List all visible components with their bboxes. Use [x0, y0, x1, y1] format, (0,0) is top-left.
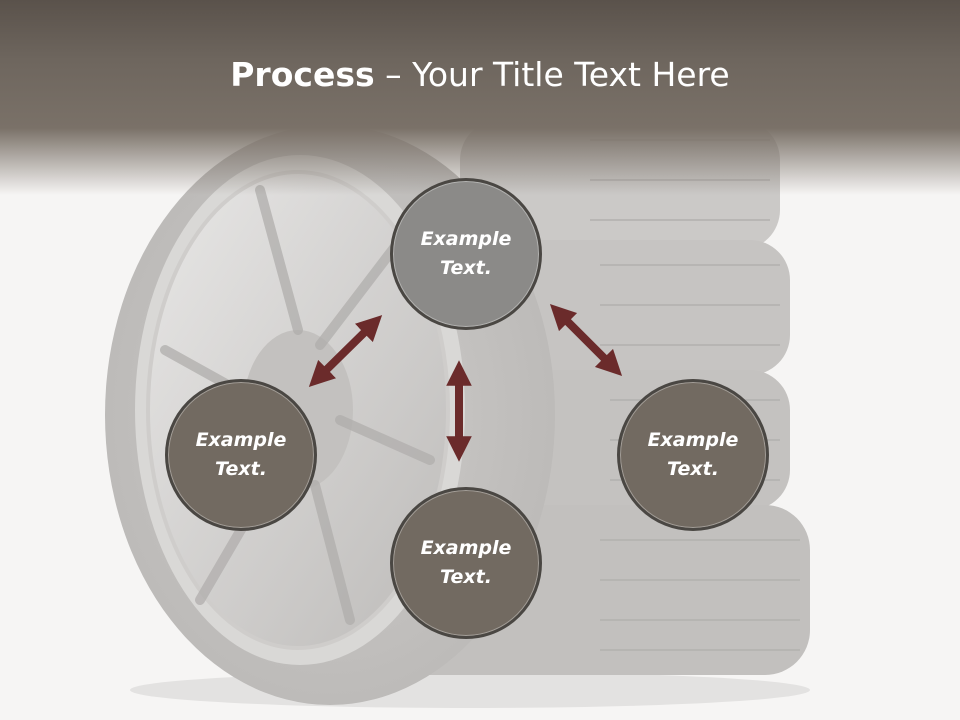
node-left-text: Example Text. [181, 426, 301, 484]
arrow-top-left [308, 315, 383, 387]
node-bottom-line2: Text. [440, 566, 492, 588]
node-top: Example Text. [390, 178, 542, 330]
node-top-line1: Example [420, 228, 512, 250]
title-rest-part: – Your Title Text Here [374, 55, 730, 94]
arrow-top-right [549, 303, 623, 377]
slide-title: Process – Your Title Text Here [0, 52, 960, 98]
node-right: Example Text. [617, 379, 769, 531]
node-top-line2: Text. [440, 257, 492, 279]
node-bottom-line1: Example [420, 537, 512, 559]
node-right-line1: Example [647, 429, 739, 451]
node-left: Example Text. [165, 379, 317, 531]
title-bold-part: Process [230, 55, 375, 94]
title-bar [0, 0, 960, 200]
node-top-text: Example Text. [406, 225, 526, 283]
node-bottom: Example Text. [390, 487, 542, 639]
node-left-line2: Text. [215, 458, 267, 480]
node-left-line1: Example [195, 429, 287, 451]
node-right-text: Example Text. [633, 426, 753, 484]
node-bottom-text: Example Text. [406, 534, 526, 592]
node-right-line2: Text. [667, 458, 719, 480]
